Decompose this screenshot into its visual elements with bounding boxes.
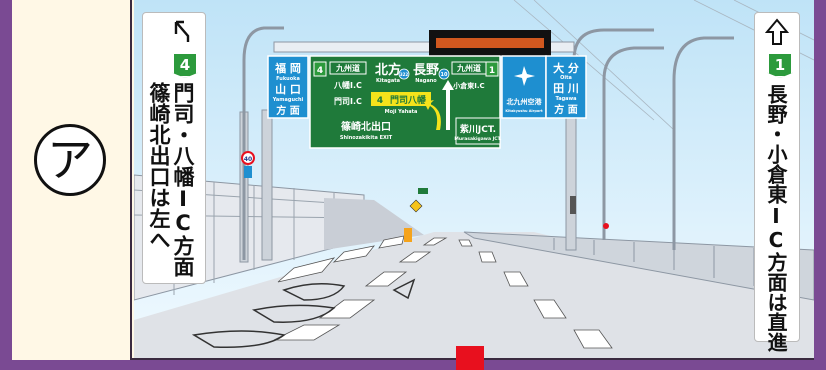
left-instruction-line1: 門司・八幡IC方面 [171, 82, 196, 277]
label-kyushu-left-text: 九州道 [335, 63, 360, 73]
exit-sign-text: 篠崎北出口 [341, 120, 391, 133]
left-instruction-line2: 篠崎北出口は左へ [147, 82, 172, 250]
route-badge-1-top [485, 61, 499, 77]
sign-direction-text: 方 面 [276, 104, 299, 117]
speed-limit-sign [241, 151, 255, 165]
junction-sign-text: 紫川JCT. [460, 123, 496, 135]
highway-scene: 福 岡 Fukuoka 山 口 Yamaguchi 方 面 4 九州道 八幡I.… [134, 0, 814, 358]
scene-marker-circle: ア [34, 124, 106, 196]
label-kyushu-left [329, 61, 367, 75]
sign-tagawa-text: 田 川 [553, 82, 579, 95]
sign-tagawa-sub: Tagawa [555, 96, 576, 102]
right-route-badge: 1 [767, 52, 793, 78]
straight-arrow-head [442, 80, 454, 90]
moji-yahata-band [371, 92, 431, 106]
sign-airport-sub: Kitakyushu Airport [505, 109, 543, 113]
label-kokura-text: 小倉東I.C [452, 81, 484, 90]
distant-sign [418, 188, 428, 194]
route-badge-4-top-text: 4 [317, 66, 323, 76]
sign-fukuoka-text: 福 岡 [274, 61, 301, 75]
label-hachiman-text: 八幡I.C [333, 80, 362, 90]
sign-right-direction-text: 方 面 [554, 103, 577, 116]
variable-message-display [436, 38, 544, 48]
sign-oita-tagawa [545, 55, 587, 119]
speed-limit-text: 40 [244, 156, 252, 163]
red-position-marker [456, 346, 484, 370]
label-kyushu-right-text: 九州道 [456, 63, 481, 73]
sign-yamaguchi-sub: Yamaguchi [272, 97, 304, 103]
straight-arrow-shaft [446, 86, 450, 130]
road-illustration: 福 岡 Fukuoka 山 口 Yamaguchi 方 面 4 九州道 八幡I.… [134, 0, 814, 358]
traffic-light [570, 196, 576, 214]
junction-sign-sub: Murasakigawa JCT. [454, 136, 502, 142]
sign-fukuoka-yamaguchi [267, 55, 309, 119]
route-badge-1-top-text: 1 [489, 66, 495, 76]
painted-road-text [191, 278, 416, 348]
route-10-badge [438, 68, 450, 80]
traffic-cone [404, 228, 412, 242]
sign-fukuoka-sub: Fukuoka [276, 76, 300, 82]
arrow-sign-blue [244, 166, 252, 178]
marker-column: ア [12, 0, 132, 360]
exit-sign-sub: Shinozakikita EXIT [340, 135, 393, 141]
right-instruction-text: 長野・小倉東IC方面は直進 [764, 84, 788, 352]
sign-yamaguchi-text: 山 口 [275, 82, 301, 96]
no-entry-sign [603, 223, 609, 229]
sign-oita-sub: Oita [560, 75, 572, 81]
route-badge-4-top [313, 61, 327, 77]
lane-markings [273, 235, 613, 349]
sign-nagano-text: 長野 [413, 63, 439, 78]
route-322-badge [398, 68, 410, 80]
gantry-pole-right [565, 109, 577, 251]
gantry-pole-left [261, 109, 273, 261]
sign-kitagata-text: 北方 [375, 62, 401, 78]
left-arrow-icon [170, 18, 194, 44]
sign-nagano-sub: Nagano [415, 78, 437, 84]
route-10-text: 10 [441, 72, 448, 78]
sign-oita-text: 大 分 [553, 61, 579, 75]
yellow-exit-arrow [424, 100, 441, 130]
gantry-top-rail [273, 41, 575, 53]
scene-marker-label: ア [47, 133, 93, 187]
route-badge-4-mid-text: 4 [377, 96, 383, 106]
left-route-badge: 4 [172, 52, 198, 78]
route-322-text: 322 [400, 72, 409, 77]
sign-moji-yahata-sub: Moji Yahata [385, 109, 418, 115]
label-moji-text: 門司I.C [334, 97, 362, 106]
sign-airport-text: 北九州空港 [507, 97, 543, 106]
airplane-icon [514, 66, 535, 86]
junction-sign-box [455, 117, 501, 145]
warning-diamond-sign [409, 199, 423, 213]
right-guardrail [463, 231, 814, 301]
sign-kitagata-sub: Kitagata [376, 78, 400, 84]
sign-moji-yahata-text: 門司八幡 [390, 94, 427, 106]
up-arrow-icon [764, 18, 790, 46]
